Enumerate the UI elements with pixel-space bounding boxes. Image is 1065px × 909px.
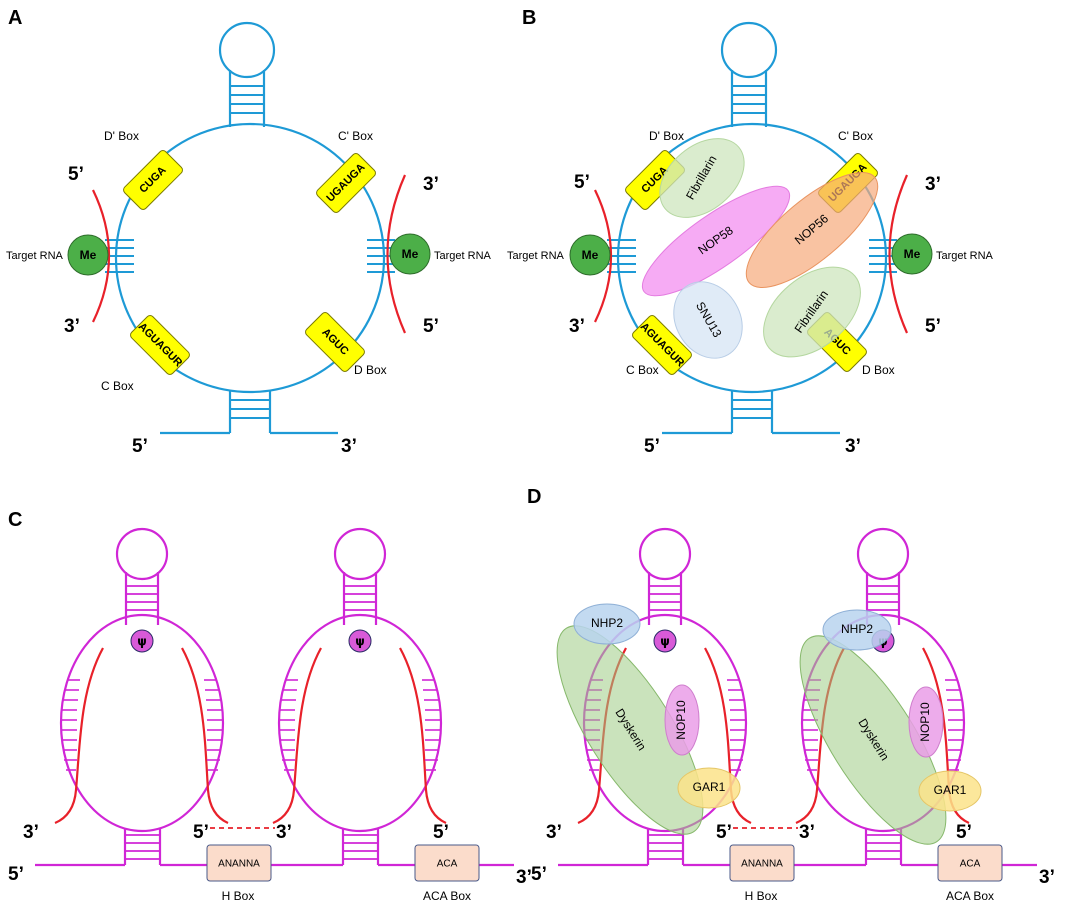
protein-nop10-2: NOP10 [908, 686, 944, 758]
protein-dyskerin-1: Dyskerin [556, 625, 704, 835]
protein-gar1-2: GAR1 [918, 770, 982, 812]
d-box-label: D Box [354, 363, 387, 377]
gar1-label-2: GAR1 [934, 783, 967, 797]
end-3-base: 3’ [516, 867, 532, 888]
right-target-3-end: 3’ [423, 174, 439, 195]
c-prime-box-label-b: C' Box [838, 129, 873, 143]
stem-5-end: 5’ [132, 436, 148, 457]
right-target-3-end-b: 3’ [925, 174, 941, 195]
d-prime-box-label: D' Box [104, 129, 139, 143]
protein-nop56: NOP56 [745, 171, 879, 289]
protein-dyskerin-2: Dyskerin [799, 635, 947, 845]
protein-fibrillarin-top: Fibrillarin [659, 138, 745, 218]
right-target-5-end-b: 5’ [925, 316, 941, 337]
target-rna-right-label: Target RNA [434, 250, 492, 262]
panel-c-label: C [8, 509, 22, 531]
panel-a-label: A [8, 7, 22, 29]
panel-d: D ψ ψ ANANNA ACA H Box ACA Box 3’ 5’ 3’ … [527, 486, 1055, 903]
target-rna-right-label-b: Target RNA [936, 250, 994, 262]
methyl-right: Me [402, 247, 419, 261]
end-3-left: 3’ [23, 822, 39, 843]
end-5-right: 5’ [433, 822, 449, 843]
protein-nhp2-2: NHP2 [822, 609, 892, 651]
protein-nop58: NOP58 [641, 185, 791, 297]
nop10-label-1: NOP10 [674, 700, 688, 740]
end-3-mid: 3’ [276, 822, 292, 843]
protein-nop10-1: NOP10 [664, 684, 700, 756]
end-3-mid-d: 3’ [799, 822, 815, 843]
methyl-left: Me [80, 248, 97, 262]
end-5-right-d: 5’ [956, 822, 972, 843]
ananna-box-d: ANANNA [741, 859, 783, 870]
nhp2-label-1: NHP2 [591, 616, 623, 630]
c-prime-box-label: C' Box [338, 129, 373, 143]
end-3-base-d: 3’ [1039, 867, 1055, 888]
psi-icon: ψ [137, 635, 147, 649]
panel-b-label: B [522, 7, 536, 29]
psi-icon: ψ [355, 635, 365, 649]
c-box-label-b: C Box [626, 363, 659, 377]
aca-box-label-d: ACA Box [946, 889, 994, 903]
panel-b: B D' Box C' Box C Box D Box CUGA UGAUGA … [507, 7, 994, 457]
left-target-3-end: 3’ [64, 316, 80, 337]
d-box-label-b: D Box [862, 363, 895, 377]
stem-3-end-b: 3’ [845, 436, 861, 457]
left-target-5-end: 5’ [68, 164, 84, 185]
aca-box: ACA [437, 859, 458, 870]
aca-box-d: ACA [960, 859, 981, 870]
end-3-left-d: 3’ [546, 822, 562, 843]
panel-a: A D' Box C' Box C Box D Box CUGA UGAUGA … [6, 7, 492, 457]
h-box-label: H Box [222, 889, 255, 903]
c-box-label: C Box [101, 379, 134, 393]
protein-fibrillarin-bottom: Fibrillarin [763, 266, 861, 358]
ananna-box: ANANNA [218, 859, 260, 870]
end-5-base: 5’ [8, 864, 24, 885]
methyl-left-b: Me [582, 248, 599, 262]
protein-gar1-1: GAR1 [677, 767, 741, 809]
stem-5-end-b: 5’ [644, 436, 660, 457]
psi-icon: ψ [660, 635, 670, 649]
left-target-5-end-b: 5’ [574, 172, 590, 193]
right-target-5-end: 5’ [423, 316, 439, 337]
panel-d-label: D [527, 486, 541, 508]
end-5-base-d: 5’ [531, 864, 547, 885]
stem-3-end: 3’ [341, 436, 357, 457]
nop10-label-2: NOP10 [918, 702, 932, 742]
end-5-mid: 5’ [193, 822, 209, 843]
d-prime-box-label-b: D' Box [649, 129, 684, 143]
methyl-right-b: Me [904, 247, 921, 261]
protein-snu13: SNU13 [673, 281, 743, 359]
panel-c: C ψ ψ ANANNA ACA H Box ACA Box 3’ 5’ 3’ … [8, 509, 532, 903]
nhp2-label-2: NHP2 [841, 622, 873, 636]
target-rna-left-label: Target RNA [6, 250, 64, 262]
protein-nhp2-1: NHP2 [573, 603, 641, 645]
left-target-3-end-b: 3’ [569, 316, 585, 337]
h-box-label-d: H Box [745, 889, 778, 903]
end-5-mid-d: 5’ [716, 822, 732, 843]
target-rna-left-label-b: Target RNA [507, 250, 565, 262]
gar1-label-1: GAR1 [693, 780, 726, 794]
aca-box-label: ACA Box [423, 889, 471, 903]
